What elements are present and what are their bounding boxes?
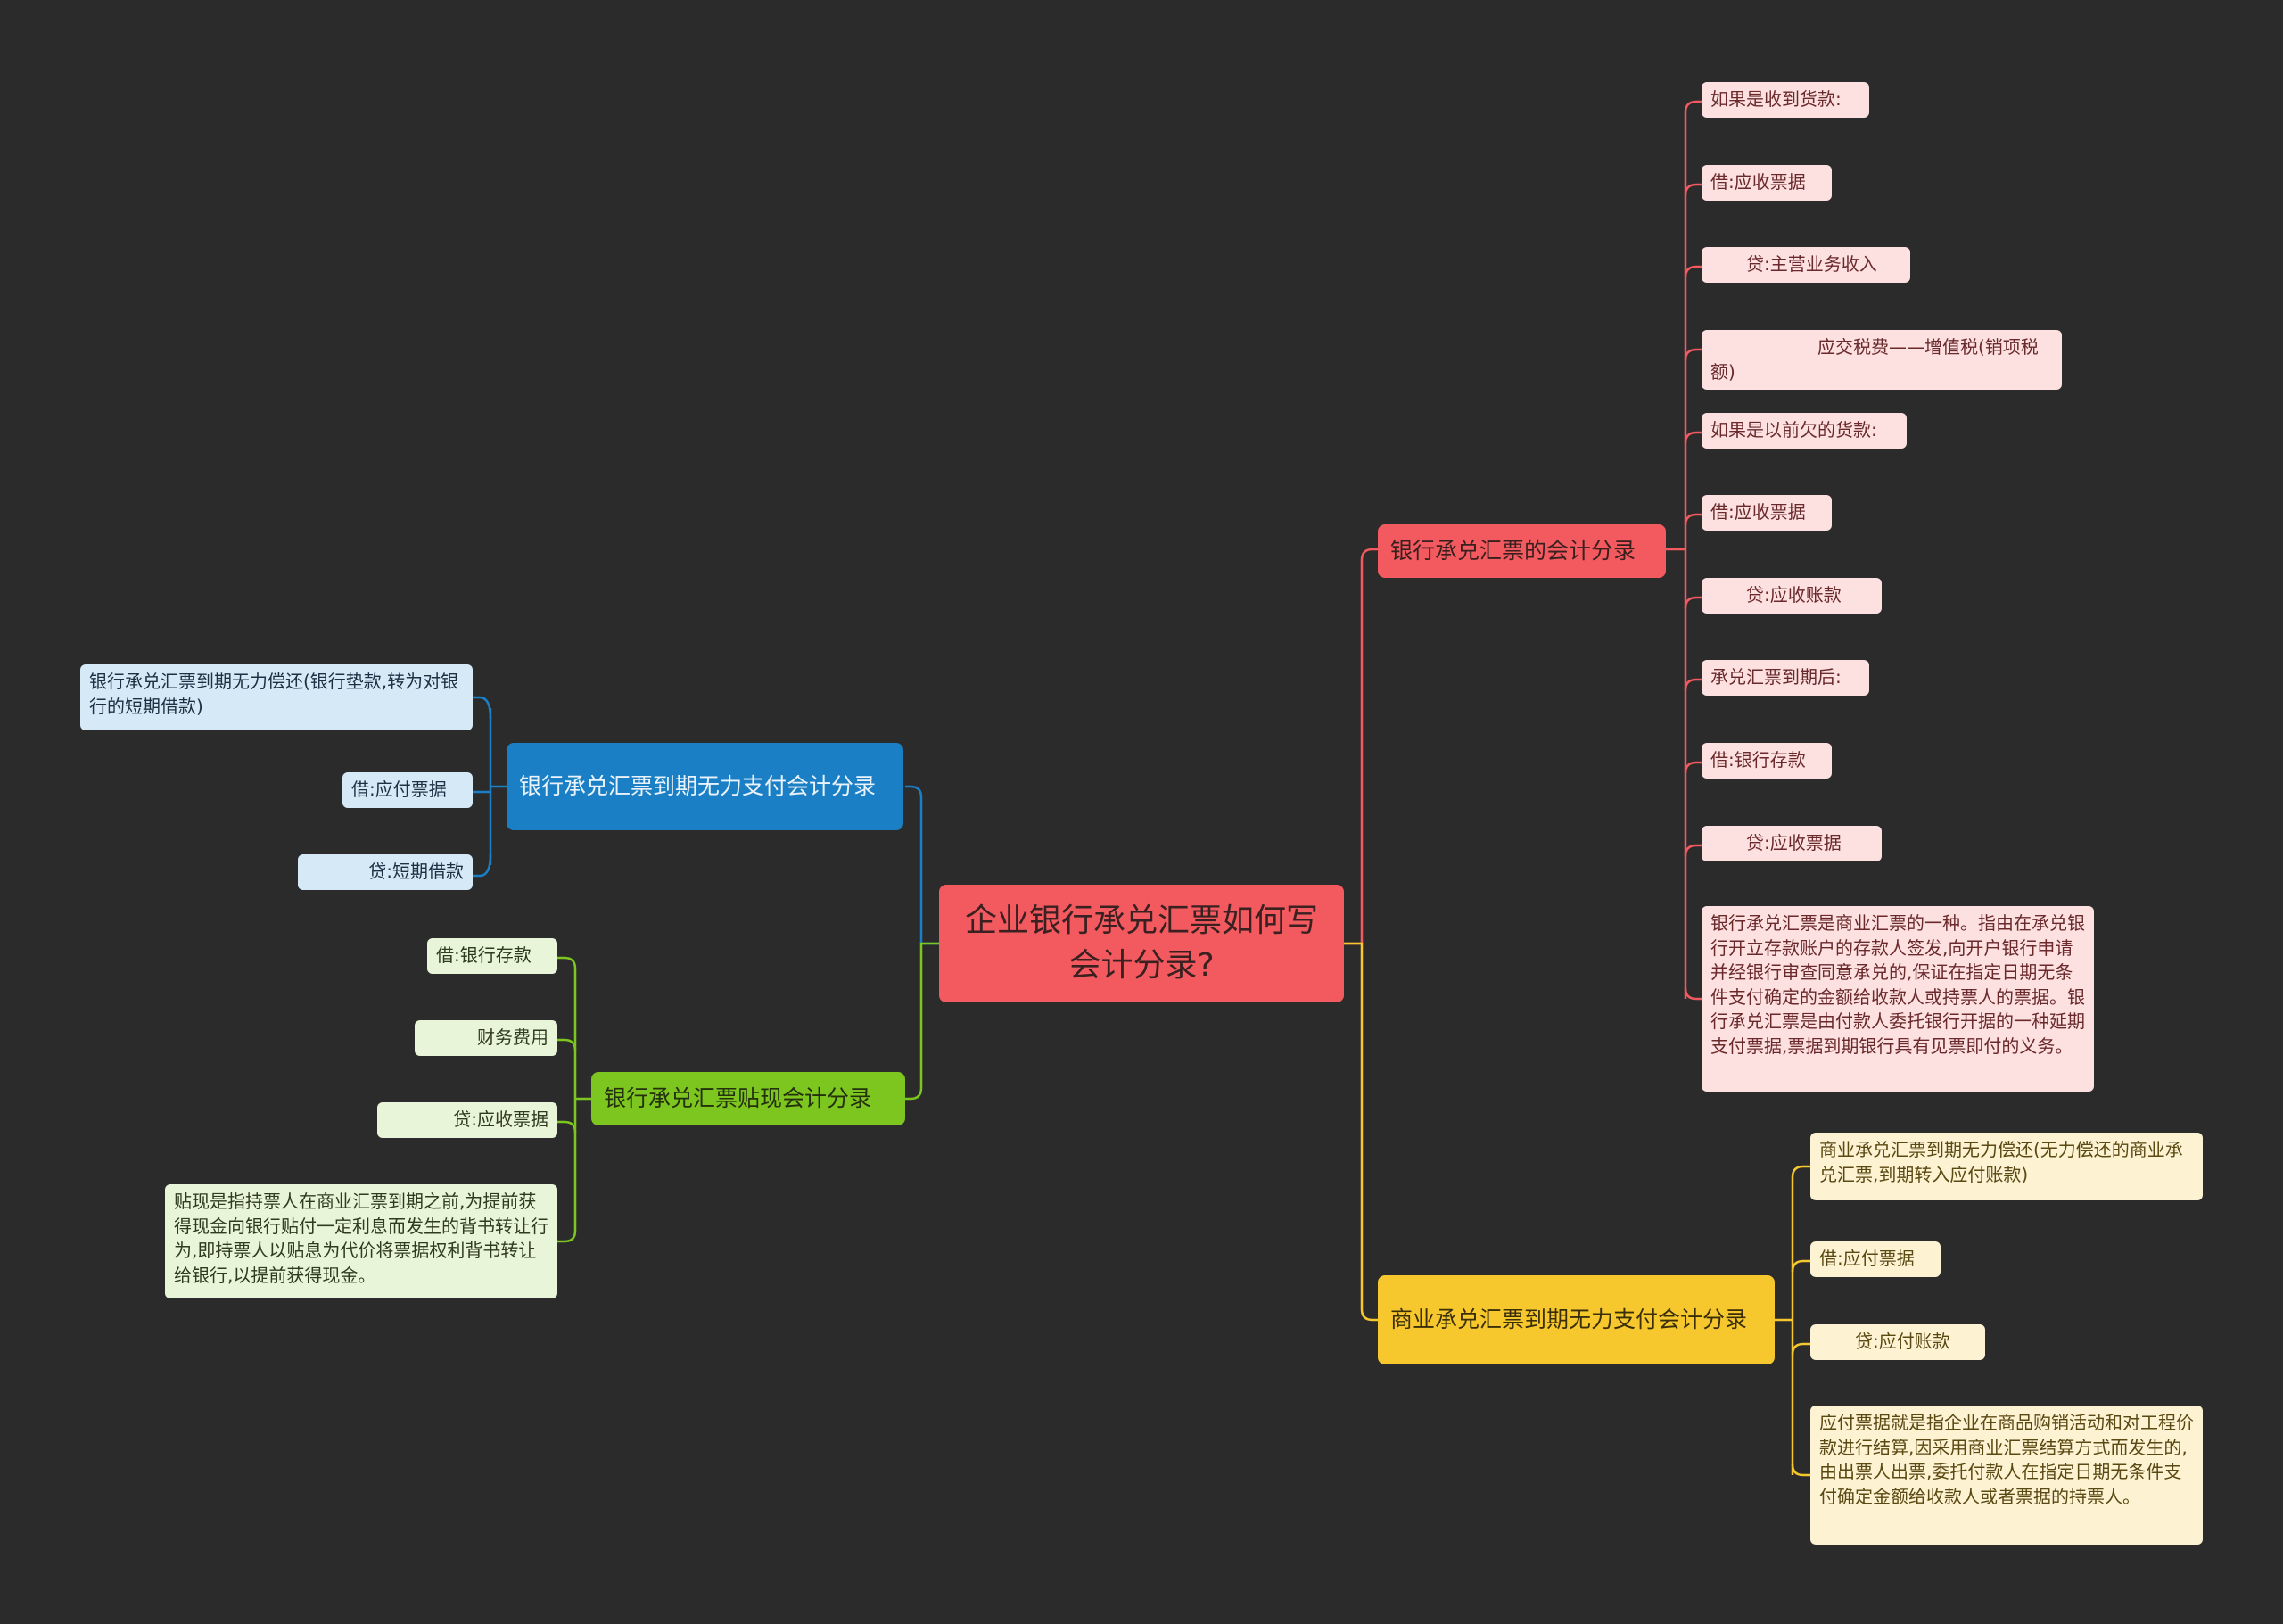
link-root-commercial — [1344, 942, 1378, 1322]
branch-discount-label: 银行承兑汇票贴现会计分录 — [604, 1084, 872, 1111]
links-discount — [557, 956, 591, 1243]
leaf-bank-accept-10[interactable]: 银行承兑汇票是商业汇票的一种。指由在承兑银行开立存款账户的存款人签发,向开户银行… — [1702, 906, 2094, 1092]
branch-discount[interactable]: 银行承兑汇票贴现会计分录 — [591, 1072, 905, 1125]
leaf-text: 应付票据就是指企业在商品购销活动和对工程价款进行结算,因采用商业汇票结算方式而发… — [1819, 1412, 2194, 1507]
leaf-discount-0[interactable]: 借:银行存款 — [427, 938, 557, 974]
links-bank-accept — [1666, 100, 1702, 1001]
links-commercial — [1775, 1165, 1810, 1477]
leaf-bank-accept-7[interactable]: 承兑汇票到期后: — [1702, 660, 1869, 696]
link-root-bank-accept — [1344, 548, 1378, 945]
link-root-discount — [905, 942, 939, 1101]
leaf-text: 银行承兑汇票到期无力偿还(银行垫款,转为对银行的短期借款) — [89, 671, 459, 717]
leaf-text: 借:银行存款 — [436, 944, 532, 966]
leaf-text: 如果是收到货款: — [1710, 88, 1842, 110]
leaf-text: 贷:主营业务收入 — [1710, 253, 1877, 275]
leaf-text: 贷:应付账款 — [1819, 1331, 1950, 1352]
leaf-text: 借:应付票据 — [1819, 1248, 1915, 1269]
leaf-commercial-3[interactable]: 应付票据就是指企业在商品购销活动和对工程价款进行结算,因采用商业汇票结算方式而发… — [1810, 1406, 2203, 1545]
leaf-bank-accept-2[interactable]: 贷:主营业务收入 — [1702, 247, 1910, 283]
branch-bank-accept[interactable]: 银行承兑汇票的会计分录 — [1378, 524, 1666, 578]
leaf-bank-unable-1[interactable]: 借:应付票据 — [342, 772, 473, 808]
links-bank-unable — [473, 696, 507, 878]
leaf-text: 应交税费——增值税(销项税额) — [1710, 336, 2039, 383]
leaf-bank-unable-2[interactable]: 贷:短期借款 — [298, 854, 473, 890]
leaf-discount-3[interactable]: 贴现是指持票人在商业汇票到期之前,为提前获得现金向银行贴付一定利息而发生的背书转… — [165, 1184, 557, 1298]
leaf-text: 贴现是指持票人在商业汇票到期之前,为提前获得现金向银行贴付一定利息而发生的背书转… — [174, 1191, 548, 1286]
branch-commercial-unable-label: 商业承兑汇票到期无力支付会计分录 — [1390, 1306, 1748, 1332]
leaf-text: 贷:应收票据 — [1710, 832, 1842, 853]
branch-bank-unable-label: 银行承兑汇票到期无力支付会计分录 — [519, 772, 877, 799]
leaf-commercial-0[interactable]: 商业承兑汇票到期无力偿还(无力偿还的商业承兑汇票,到期转入应付账款) — [1810, 1133, 2203, 1200]
link-root-bank-unable — [905, 785, 939, 945]
leaf-bank-accept-9[interactable]: 贷:应收票据 — [1702, 826, 1882, 861]
leaf-bank-accept-3[interactable]: 应交税费——增值税(销项税额) — [1702, 330, 2062, 391]
leaf-discount-2[interactable]: 贷:应收票据 — [377, 1102, 557, 1138]
leaf-commercial-2[interactable]: 贷:应付账款 — [1810, 1324, 1985, 1360]
leaf-text: 如果是以前欠的货款: — [1710, 419, 1877, 441]
leaf-text: 商业承兑汇票到期无力偿还(无力偿还的商业承兑汇票,到期转入应付账款) — [1819, 1139, 2183, 1185]
leaf-text: 贷:应收账款 — [1710, 584, 1842, 606]
root-topic[interactable]: 企业银行承兑汇票如何写会计分录? — [939, 885, 1344, 1002]
leaf-text: 借:应付票据 — [351, 779, 447, 800]
leaf-text: 贷:应收票据 — [453, 1109, 548, 1130]
leaf-discount-1[interactable]: 财务费用 — [415, 1020, 557, 1056]
branch-bank-accept-label: 银行承兑汇票的会计分录 — [1390, 537, 1636, 564]
leaf-text: 借:应收票据 — [1710, 171, 1806, 193]
leaf-text: 借:应收票据 — [1710, 501, 1806, 523]
branch-bank-unable[interactable]: 银行承兑汇票到期无力支付会计分录 — [507, 743, 903, 830]
leaf-bank-accept-8[interactable]: 借:银行存款 — [1702, 743, 1832, 779]
leaf-text: 银行承兑汇票是商业汇票的一种。指由在承兑银行开立存款账户的存款人签发,向开户银行… — [1710, 912, 2085, 1057]
leaf-commercial-1[interactable]: 借:应付票据 — [1810, 1241, 1941, 1277]
leaf-text: 承兑汇票到期后: — [1710, 666, 1842, 688]
leaf-bank-accept-1[interactable]: 借:应收票据 — [1702, 165, 1832, 201]
leaf-bank-accept-5[interactable]: 借:应收票据 — [1702, 495, 1832, 531]
leaf-text: 财务费用 — [477, 1026, 548, 1048]
branch-commercial-unable[interactable]: 商业承兑汇票到期无力支付会计分录 — [1378, 1275, 1775, 1364]
leaf-text: 贷:短期借款 — [368, 861, 464, 882]
leaf-bank-unable-0[interactable]: 银行承兑汇票到期无力偿还(银行垫款,转为对银行的短期借款) — [80, 664, 473, 730]
leaf-bank-accept-0[interactable]: 如果是收到货款: — [1702, 82, 1869, 118]
leaf-bank-accept-4[interactable]: 如果是以前欠的货款: — [1702, 413, 1907, 449]
leaf-text: 借:银行存款 — [1710, 749, 1806, 771]
root-topic-label: 企业银行承兑汇票如何写会计分录? — [964, 903, 1318, 984]
leaf-bank-accept-6[interactable]: 贷:应收账款 — [1702, 578, 1882, 614]
